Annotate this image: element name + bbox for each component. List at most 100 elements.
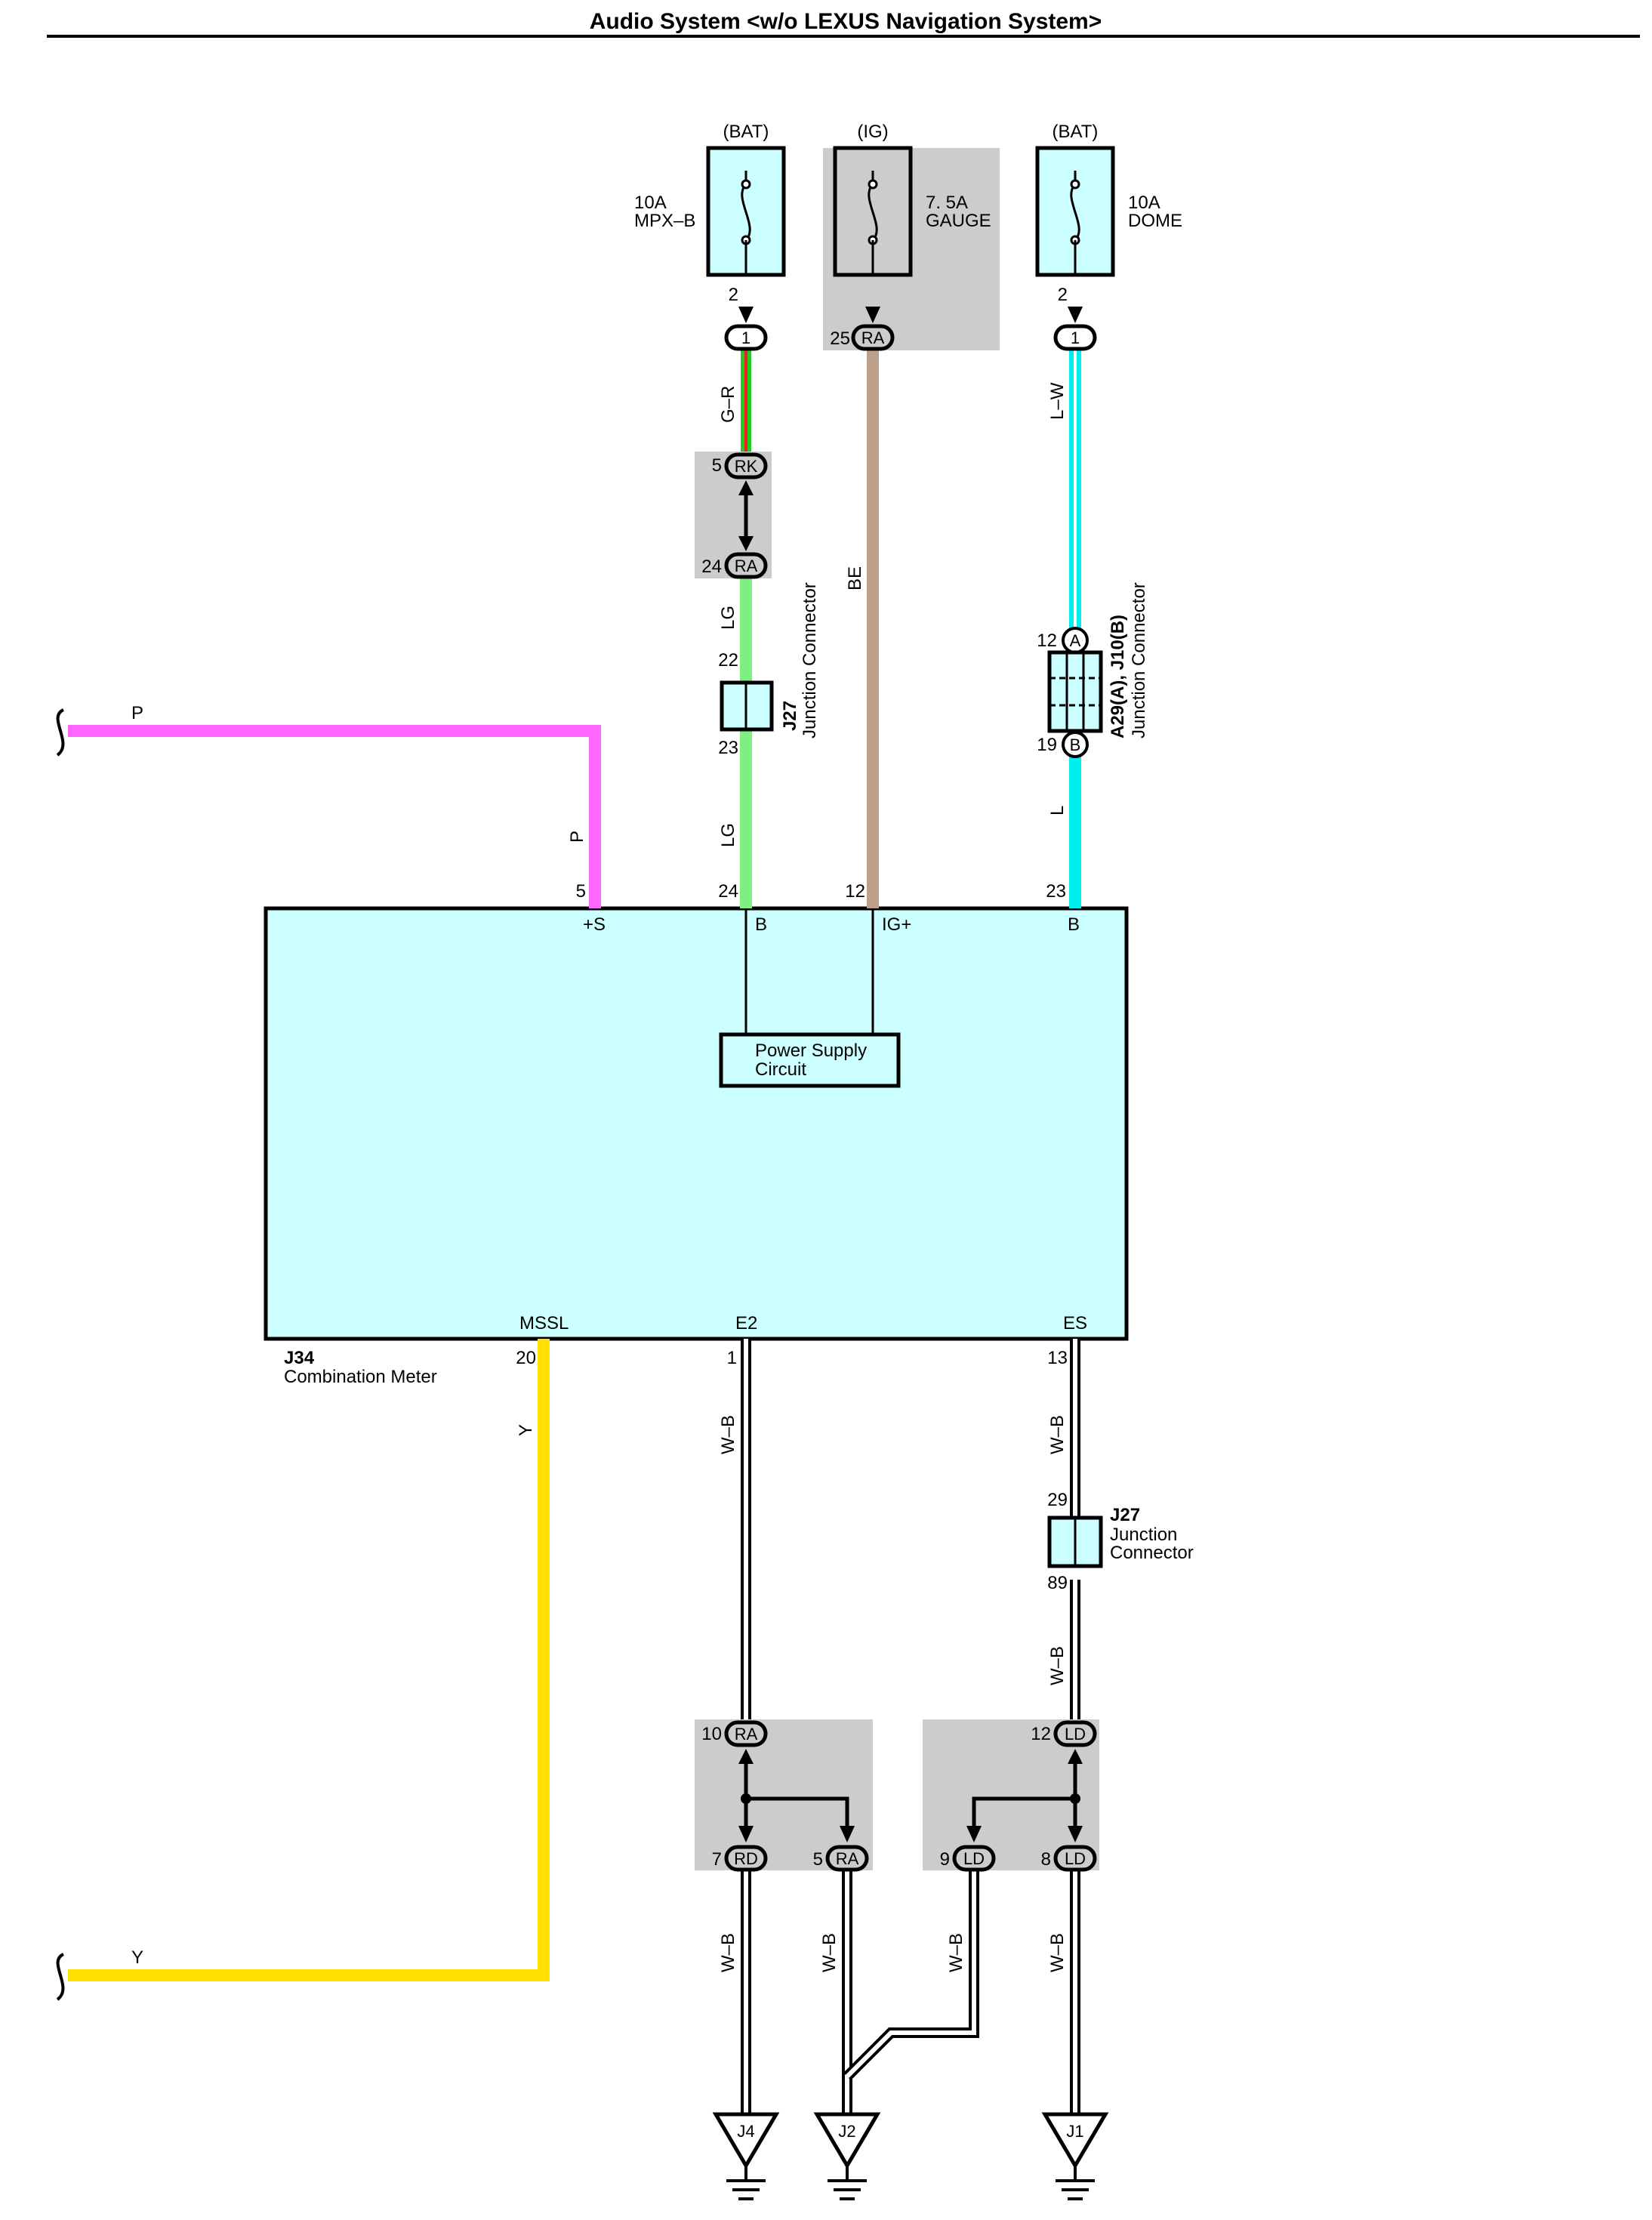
pin-j27-23: 23 bbox=[718, 738, 738, 758]
rk-connector-code: RK bbox=[735, 457, 758, 476]
psc-label-1: Power Supply bbox=[755, 1041, 867, 1061]
dome-name: DOME bbox=[1128, 211, 1182, 231]
rk-ra-arrows-icon bbox=[738, 480, 754, 551]
label-w-b-es-2: W–B bbox=[1047, 1646, 1068, 1685]
ra10-connector bbox=[724, 1720, 768, 1747]
rd7-connector-code: RD bbox=[734, 1849, 758, 1868]
mpxb-connector bbox=[724, 324, 768, 351]
ld8-connector-code: LD bbox=[1065, 1849, 1086, 1868]
ld12-connector-code: LD bbox=[1065, 1725, 1086, 1744]
label-l-w: L–W bbox=[1047, 382, 1068, 420]
pin-24-b: 24 bbox=[718, 881, 738, 902]
term-mssl: MSSL bbox=[519, 1313, 569, 1334]
mpxb-connector-code: 1 bbox=[741, 328, 750, 347]
ground-j1-label: J1 bbox=[1066, 2122, 1083, 2141]
term-b-left: B bbox=[755, 914, 767, 935]
ld8-connector bbox=[1053, 1845, 1097, 1872]
gauge-arrow-icon bbox=[865, 307, 880, 323]
wire-y-break-icon bbox=[56, 1953, 65, 2001]
label-lg-2: LG bbox=[718, 823, 738, 847]
gauge-connector bbox=[851, 324, 895, 351]
ld9-connector-code: LD bbox=[963, 1849, 985, 1868]
wire-y bbox=[68, 1339, 550, 1981]
a29-b-connector bbox=[1062, 731, 1089, 758]
label-lg-1: LG bbox=[718, 606, 738, 630]
pin-ld-8: 8 bbox=[1041, 1849, 1051, 1870]
combination-meter-box bbox=[264, 906, 1129, 1341]
pin-rd-7: 7 bbox=[712, 1849, 722, 1870]
ra-splice-icon bbox=[738, 1749, 855, 1842]
rk-connector bbox=[724, 452, 768, 479]
gauge-rating: 7. 5A bbox=[926, 193, 968, 213]
gauge-connector-code: RA bbox=[861, 328, 885, 347]
j27-bottom-name-1: Junction bbox=[1110, 1525, 1177, 1545]
ra10-connector-code: RA bbox=[735, 1725, 758, 1744]
gauge-fuse-icon bbox=[868, 171, 878, 275]
pin-rk-5: 5 bbox=[712, 455, 722, 476]
pin-a29-12: 12 bbox=[1037, 631, 1057, 651]
mpxb-fuse-icon bbox=[741, 171, 751, 275]
pin-dome-2: 2 bbox=[1058, 285, 1068, 305]
ground-j1-icon bbox=[1041, 2112, 1109, 2200]
j27-top-name: Junction Connector bbox=[800, 582, 820, 738]
a29-a-letter: A bbox=[1070, 631, 1081, 650]
label-w-b-j2-a: W–B bbox=[819, 1933, 840, 1972]
meter-name: Combination Meter bbox=[284, 1367, 437, 1387]
ra-top-connector-code: RA bbox=[735, 557, 758, 575]
ld12-connector bbox=[1053, 1720, 1097, 1747]
pin-j27-22: 22 bbox=[718, 650, 738, 671]
mpxb-source: (BAT) bbox=[723, 122, 769, 142]
mpxb-rating: 10A bbox=[634, 193, 667, 213]
a29-code: A29(A), J10(B) bbox=[1108, 615, 1128, 738]
dome-rating: 10A bbox=[1128, 193, 1160, 213]
term-plus-s: +S bbox=[583, 914, 606, 935]
label-l: L bbox=[1047, 806, 1068, 816]
mpxb-arrow-icon bbox=[738, 307, 754, 323]
label-g-r: G–R bbox=[718, 386, 738, 423]
term-b-right: B bbox=[1068, 914, 1080, 935]
label-p-vertical: P bbox=[567, 831, 587, 843]
pin-j27-29: 29 bbox=[1047, 1490, 1068, 1510]
j27-bottom-code: J27 bbox=[1110, 1505, 1140, 1525]
pin-ra-24: 24 bbox=[701, 557, 722, 577]
wire-p bbox=[68, 725, 601, 908]
pin-ra-10: 10 bbox=[701, 1724, 722, 1744]
wire-p-break-icon bbox=[56, 708, 65, 757]
gauge-source: (IG) bbox=[857, 122, 888, 142]
pin-mpxb-2: 2 bbox=[729, 285, 738, 305]
pin-12-ig: 12 bbox=[845, 881, 865, 902]
term-e2: E2 bbox=[735, 1313, 757, 1334]
ground-j2-icon bbox=[813, 2112, 881, 2200]
psc-label-2: Circuit bbox=[755, 1059, 806, 1080]
ra5-connector-code: RA bbox=[836, 1849, 859, 1868]
pin-ld-9: 9 bbox=[940, 1849, 950, 1870]
ground-j2-label: J2 bbox=[838, 2122, 855, 2141]
label-y-vertical: Y bbox=[516, 1424, 536, 1436]
label-p-horizontal: P bbox=[131, 703, 143, 723]
gauge-name: GAUGE bbox=[926, 211, 991, 231]
label-w-b-e2: W–B bbox=[718, 1415, 738, 1454]
wire-w-b-to-j2 bbox=[842, 1870, 979, 2120]
pin-23-b: 23 bbox=[1046, 881, 1066, 902]
ld-splice-icon bbox=[966, 1749, 1083, 1842]
ra-top-connector bbox=[724, 552, 768, 579]
mpxb-name: MPX–B bbox=[634, 211, 695, 231]
ground-j4-icon bbox=[712, 2112, 780, 2200]
pin-j27-89: 89 bbox=[1047, 1573, 1068, 1593]
dome-connector-code: 1 bbox=[1071, 328, 1080, 347]
rd7-connector bbox=[724, 1845, 768, 1872]
pin-a29-19: 19 bbox=[1037, 735, 1057, 755]
power-supply-circuit-box bbox=[719, 1032, 901, 1088]
dome-arrow-icon bbox=[1068, 307, 1083, 323]
ground-j4-label: J4 bbox=[737, 2122, 754, 2141]
label-be: BE bbox=[845, 566, 865, 590]
pin-ra-5: 5 bbox=[813, 1849, 823, 1870]
ra5-connector bbox=[825, 1845, 869, 1872]
pin-ld-12: 12 bbox=[1031, 1724, 1051, 1744]
label-w-b-j4: W–B bbox=[718, 1933, 738, 1972]
j27-bottom-name-2: Connector bbox=[1110, 1543, 1194, 1563]
term-es: ES bbox=[1063, 1313, 1087, 1334]
label-y-horizontal: Y bbox=[131, 1947, 143, 1968]
dome-source: (BAT) bbox=[1053, 122, 1099, 142]
dome-connector bbox=[1053, 324, 1097, 351]
